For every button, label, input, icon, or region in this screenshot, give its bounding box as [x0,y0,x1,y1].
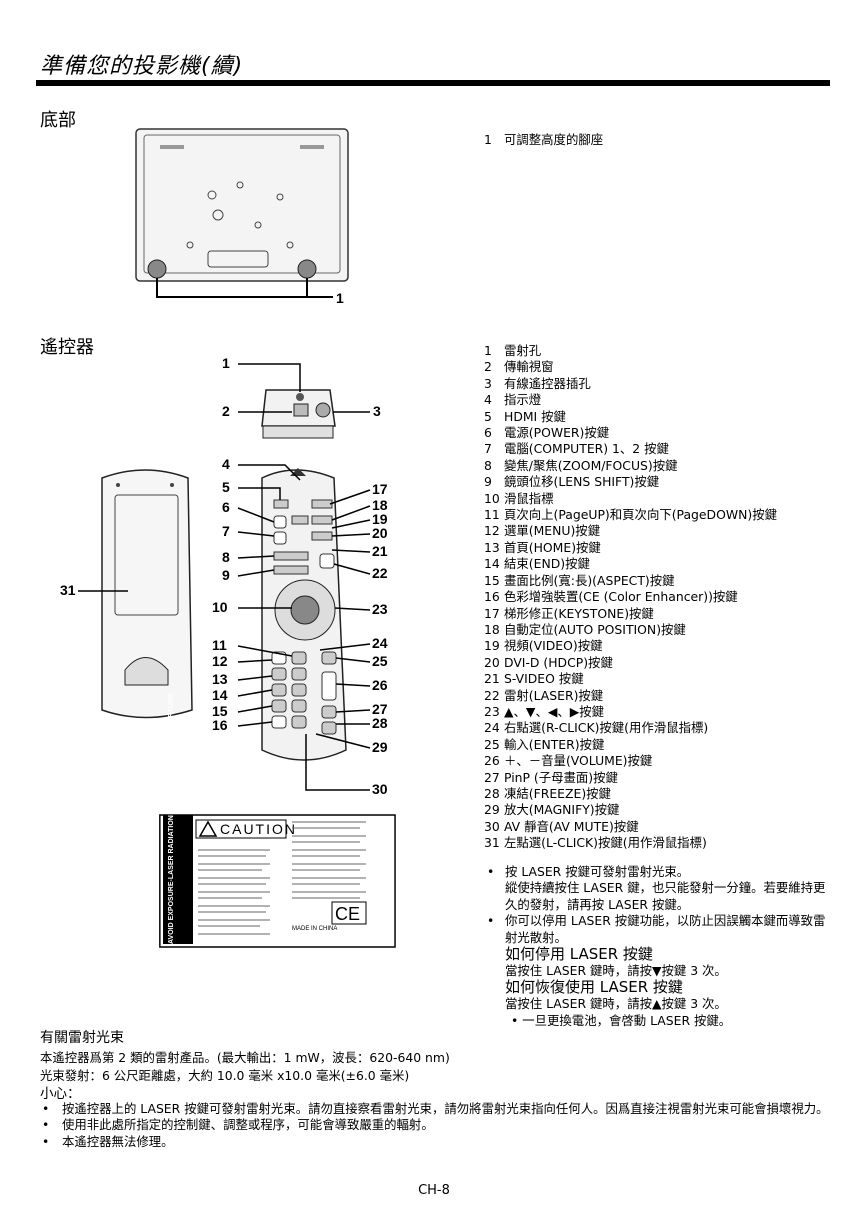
warning-triangle-icon [198,820,218,837]
remote-control-illustration: 1 2 3 4 5 6 7 8 9 10 11 12 13 14 15 16 1… [60,355,396,948]
bottom-section-title: 底部 [40,110,76,131]
projector-bottom-illustration: 1 [135,128,349,306]
remote-callout-17: 17 [372,481,388,497]
caution-item: 使用非此處所指定的控制鍵、調整或程序，可能會導致嚴重的輻射。 [40,1117,840,1134]
caution-heading: 小心： [40,1086,81,1102]
list-item: 23▲、▼、◀、▶按鍵 [484,703,605,719]
caution-item: 本遙控器無法修理。 [40,1134,840,1151]
laser-label-caution: CAUTION [220,821,297,837]
right-foot-icon [297,259,317,279]
remote-callout-15: 15 [212,703,228,719]
remote-callout-5: 5 [222,479,230,495]
left-foot-icon [147,259,167,279]
laser-info-line-2: 光束發射：6 公尺距離處，大約 10.0 毫米 x10.0 毫米(±6.0 毫米… [40,1068,410,1083]
remote-callout-18: 18 [372,497,388,513]
caution-list: 按遙控器上的 LASER 按鍵可發射雷射光束。請勿直接察看雷射光束，請勿將雷射光… [40,1101,840,1151]
remote-callout-19: 19 [372,511,388,527]
ce-mark-icon: CE [335,904,360,924]
remote-callout-2: 2 [222,403,230,419]
remote-callout-24: 24 [372,635,388,651]
wired-jack-icon [315,402,331,418]
remote-callout-11: 11 [212,637,227,653]
remote-section-title: 遙控器 [40,337,94,358]
transmission-window-icon [293,403,309,417]
laser-note-2: 你可以停用 LASER 按鍵功能，以防止因誤觸本鍵而導致雷射光散射。 如何停用 … [484,913,834,1029]
remote-callout-28: 28 [372,715,388,731]
remote-callout-31: 31 [60,582,76,598]
laser-note-1: 按 LASER 按鍵可發射雷射光束。 縱使持續按住 LASER 鍵，也只能發射一… [484,864,834,913]
remote-callout-6: 6 [222,499,230,515]
caution-item: 按遙控器上的 LASER 按鍵可發射雷射光束。請勿直接察看雷射光束，請勿將雷射光… [40,1101,840,1118]
laser-info-line-1: 本遙控器爲第 2 類的雷射產品。(最大輸出：1 mW，波長：620-640 nm… [40,1050,450,1065]
laser-label-side-text: AVOID EXPOSURE-LASER RADIATION IS EMITTE… [168,693,175,944]
remote-callout-29: 29 [372,739,388,755]
remote-callout-27: 27 [372,701,388,717]
remote-callout-20: 20 [372,525,388,541]
remote-callout-1: 1 [222,355,230,371]
remote-callout-26: 26 [372,677,388,693]
remote-callout-30: 30 [372,781,388,797]
disable-laser-heading: 如何停用 LASER 按鍵 [505,945,653,964]
laser-aperture-icon [296,393,304,401]
remote-callout-8: 8 [222,549,230,565]
remote-callout-9: 9 [222,567,230,583]
laser-notes: 按 LASER 按鍵可發射雷射光束。 縱使持續按住 LASER 鍵，也只能發射一… [484,864,834,1029]
remote-callout-4: 4 [222,456,230,472]
laser-caution-label: AVOID EXPOSURE-LASER RADIATION IS EMITTE… [159,693,396,948]
page-number: CH-8 [418,1183,450,1198]
remote-callout-7: 7 [222,523,230,539]
laser-label-made-in: MADE IN CHINA [292,926,337,932]
remote-callout-21: 21 [372,543,388,559]
remote-callout-22: 22 [372,565,388,581]
remote-callout-12: 12 [212,653,228,669]
remote-callout-14: 14 [212,687,228,703]
remote-callout-23: 23 [372,601,388,617]
remote-callout-3: 3 [373,403,381,419]
remote-callout-16: 16 [212,717,228,733]
laser-info-title: 有關雷射光束 [40,1030,124,1046]
header-divider [36,80,830,86]
enable-laser-heading: 如何恢復使用 LASER 按鍵 [505,978,683,997]
remote-callout-25: 25 [372,653,388,669]
list-item: 26＋、－音量(VOLUME)按鍵 [484,753,653,769]
bottom-callout-1: 1 [336,290,344,306]
page-title: 準備您的投影機(續) [40,54,244,79]
remote-callout-13: 13 [212,671,228,687]
remote-callout-10: 10 [212,599,228,615]
